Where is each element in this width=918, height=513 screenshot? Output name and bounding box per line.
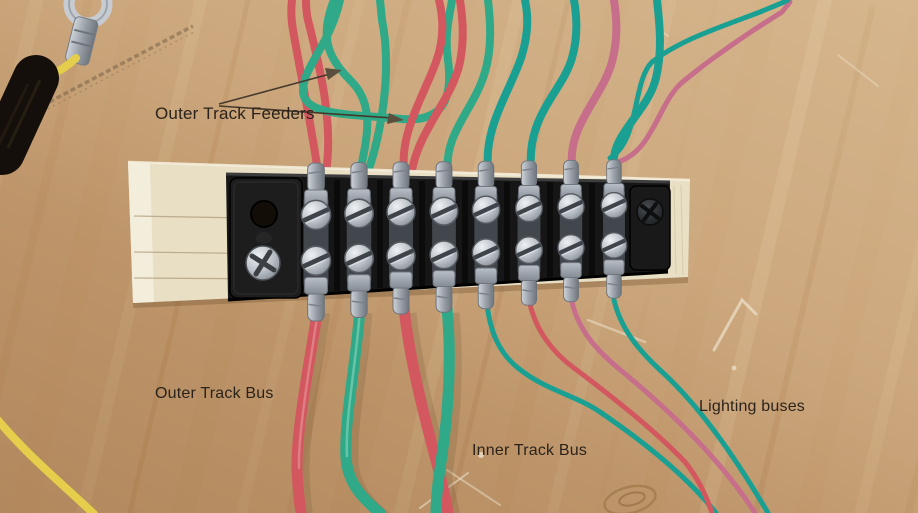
annotation-arrow-line-2	[218, 105, 393, 119]
annotation-arrow-line-1	[218, 73, 331, 105]
end-cap-right	[629, 185, 671, 271]
lighting-wire-pink-2	[569, 299, 758, 513]
cable-sleeve	[0, 55, 59, 175]
outer-bus-green-wire	[340, 302, 386, 513]
label-outer-track-feeders: Outer Track Feeders	[155, 104, 315, 123]
feeder-wire-green-3	[443, 0, 495, 174]
yellow-wire-bottom	[0, 416, 98, 513]
feeder-wire-red-3	[399, 0, 447, 174]
outer-track-feeder-wires	[287, 0, 664, 176]
mounting-screw-left	[245, 245, 281, 281]
annotation-arrowhead-1	[325, 68, 342, 80]
lighting-wire-teal-2	[611, 297, 771, 513]
end-plate-left	[229, 177, 303, 299]
lighting-bus-twisted-pair-top	[607, 0, 793, 165]
inner-bus-red-wire	[398, 302, 454, 513]
label-outer-track-bus: Outer Track Bus	[155, 385, 274, 402]
mounting-screw-right	[636, 198, 664, 226]
feeder-wire-red-1	[287, 0, 322, 176]
end-plate-hole	[250, 200, 278, 228]
feeder-wire-green-2	[364, 0, 391, 176]
feeder-wire-red-4	[408, 0, 467, 174]
annotation-arrows	[218, 68, 404, 124]
wood-scuff-marks	[419, 27, 879, 509]
feeder-wire-pink-1	[567, 0, 621, 170]
lighting-wire-teal-top	[607, 0, 791, 161]
terminal-strip	[225, 160, 671, 321]
lighting-bus-wires-bottom	[484, 297, 771, 513]
feeder-wire-teal-2	[526, 0, 581, 172]
barrier-ridges	[334, 180, 595, 291]
lighting-wire-red-1	[527, 301, 715, 513]
feeder-wire-red-2	[302, 0, 333, 176]
lighting-wire-teal-1	[484, 301, 719, 513]
feeder-wire-teal-3	[609, 0, 664, 170]
annotation-arrowhead-2	[387, 113, 404, 124]
label-inner-track-bus: Inner Track Bus	[472, 442, 588, 459]
label-lighting-buses: Lighting buses	[699, 398, 805, 415]
outer-bus-red-wire	[291, 302, 324, 513]
crimp-barrel	[65, 16, 99, 66]
inner-bus-green-wire	[430, 302, 455, 513]
track-bus-wires	[291, 302, 455, 513]
ring-terminal-assembly	[0, 0, 113, 175]
feeder-wire-teal-1	[483, 0, 532, 172]
